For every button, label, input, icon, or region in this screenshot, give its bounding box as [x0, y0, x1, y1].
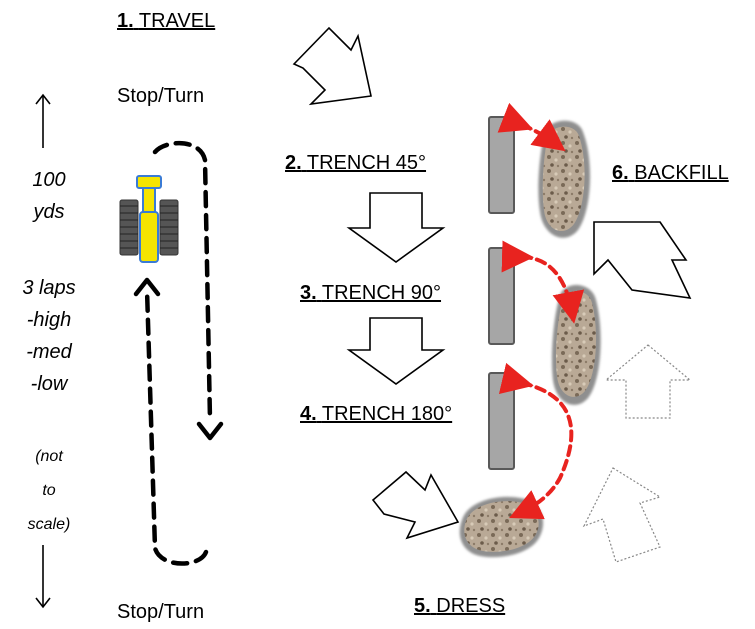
laps-level-med: -med: [26, 341, 72, 363]
scale-note-line-3: scale): [27, 516, 71, 533]
laps-level-low: -low: [30, 373, 68, 395]
step-3-trench-90-label: 3. TRENCH 90°: [300, 282, 442, 304]
stop-turn-bottom-label: Stop/Turn: [117, 601, 205, 623]
travel-direction-arrow: [292, 26, 372, 106]
distance-arrow-up: [35, 93, 51, 148]
travel-loop-path: [144, 140, 213, 566]
dirt-pile-1: [538, 120, 591, 238]
step-6-backfill-label: 6. BACKFILL: [612, 162, 729, 184]
step-4-trench-180-label: 4. TRENCH 180°: [300, 403, 453, 425]
scale-note: (not to scale): [13, 440, 85, 542]
distance-label: 100 yds: [13, 164, 85, 228]
blade-90: [488, 247, 515, 345]
faint-up-arrow: [604, 344, 692, 419]
distance-unit: yds: [33, 201, 65, 223]
distance-arrow-down: [35, 545, 51, 609]
faint-diagonal-arrow: [582, 467, 662, 563]
red-arrow-90: [501, 240, 585, 324]
down-arrow-trench-90-to-180: [346, 317, 446, 385]
loop-arrowhead-up: [133, 277, 161, 297]
blade-180: [488, 372, 515, 470]
blade-45: [488, 116, 515, 214]
step-2-trench-45-label: 2. TRENCH 45°: [285, 152, 427, 174]
dress-direction-arrow: [371, 470, 460, 540]
loop-arrowhead-down: [196, 421, 224, 441]
red-arrow-45: [497, 102, 566, 152]
down-arrow-trench-45-to-90: [346, 192, 446, 263]
backfill-direction-arrow: [593, 221, 692, 299]
laps-level-high: -high: [26, 309, 72, 331]
distance-value: 100: [32, 169, 66, 191]
step-5-dress-label: 5. DRESS: [414, 595, 506, 617]
tractor-icon: [119, 175, 179, 263]
stop-turn-top-label: Stop/Turn: [117, 85, 205, 107]
dirt-pile-2: [551, 284, 601, 405]
laps-label: 3 laps -high -med -low: [3, 272, 95, 400]
scale-note-line-1: (not: [35, 448, 63, 465]
step-1-travel-label: 1. TRAVEL: [117, 10, 216, 32]
laps-count: 3 laps: [22, 277, 76, 299]
scale-note-line-2: to: [42, 482, 56, 499]
red-arrow-180: [498, 362, 574, 520]
